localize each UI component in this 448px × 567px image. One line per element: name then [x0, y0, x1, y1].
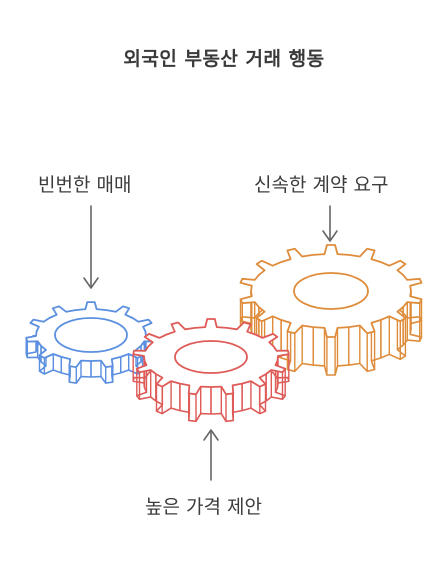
- diagram-title: 외국인 부동산 거래 행동: [123, 48, 325, 70]
- label-high-price: 높은 가격 제안: [145, 496, 262, 518]
- orange-gear-icon: [239, 244, 423, 376]
- blue-gear-icon: [25, 301, 157, 384]
- arrow-to-orange-gear: [322, 205, 338, 242]
- arrow-to-blue-gear: [83, 205, 99, 289]
- arrow-from-red-gear: [203, 429, 219, 481]
- label-frequent-trading: 빈번한 매매: [38, 174, 132, 196]
- red-gear-icon: [132, 318, 290, 423]
- label-fast-contract: 신속한 계약 요구: [254, 174, 389, 196]
